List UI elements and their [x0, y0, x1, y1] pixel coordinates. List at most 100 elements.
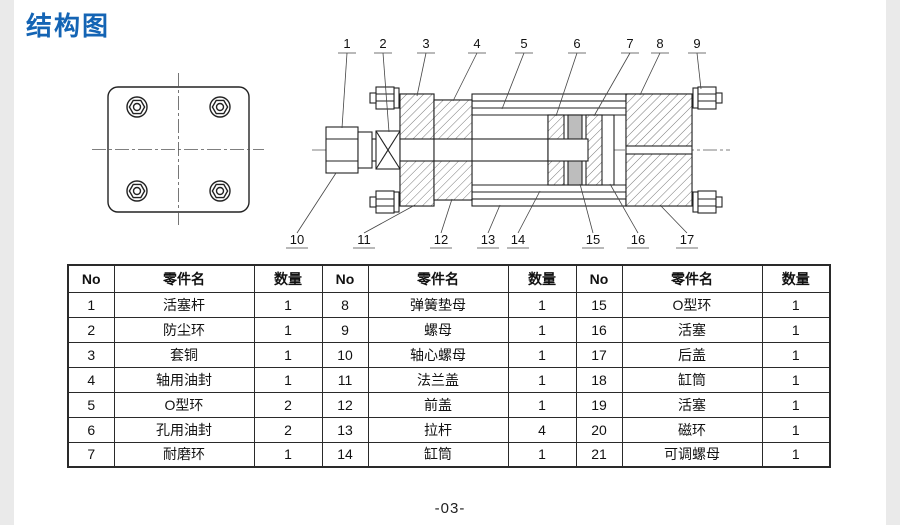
part-qty-cell: 1 — [507, 391, 577, 418]
part-name-cell: 轴心螺母 — [367, 341, 509, 368]
center-lines — [92, 73, 264, 226]
part-name-cell: 活塞 — [621, 391, 763, 418]
column-header: No — [575, 264, 623, 293]
part-qty-cell: 2 — [253, 391, 323, 418]
part-no-cell: 17 — [575, 341, 623, 368]
part-qty-cell: 1 — [507, 441, 577, 468]
column-header: No — [321, 264, 369, 293]
rear-cover — [625, 93, 693, 207]
part-name-cell: 套铜 — [113, 341, 255, 368]
callout-label: 15 — [586, 232, 600, 247]
part-qty-cell: 1 — [507, 316, 577, 343]
callout-label: 3 — [422, 36, 429, 51]
rod-end-nut — [325, 126, 373, 174]
part-qty-cell: 1 — [761, 441, 831, 468]
callout-label: 8 — [656, 36, 663, 51]
page-edge-right — [886, 0, 900, 525]
column-header: 零件名 — [621, 264, 763, 293]
part-qty-cell: 4 — [507, 416, 577, 443]
part-no-cell: 3 — [67, 341, 115, 368]
part-qty-cell: 2 — [253, 416, 323, 443]
part-qty-cell: 1 — [253, 366, 323, 393]
callout-label: 10 — [290, 232, 304, 247]
callout-label: 7 — [626, 36, 633, 51]
part-no-cell: 2 — [67, 316, 115, 343]
column-header: No — [67, 264, 115, 293]
structure-drawing: 1 2 3 4 5 6 7 8 9 10 11 12 13 14 15 16 1… — [92, 36, 730, 249]
cylinder-section-view — [312, 86, 730, 214]
part-no-cell: 16 — [575, 316, 623, 343]
tie-rod-nut-rear-bottom — [692, 190, 723, 214]
part-name-cell: 缸筒 — [367, 441, 509, 468]
callout-label: 1 — [343, 36, 350, 51]
part-qty-cell: 1 — [253, 441, 323, 468]
part-qty-cell: 1 — [253, 341, 323, 368]
part-qty-cell: 1 — [761, 316, 831, 343]
page-edge-left — [0, 0, 14, 525]
part-name-cell: 拉杆 — [367, 416, 509, 443]
column-header: 零件名 — [113, 264, 255, 293]
column-header: 零件名 — [367, 264, 509, 293]
callout-label: 17 — [680, 232, 694, 247]
part-name-cell: 活塞 — [621, 316, 763, 343]
part-no-cell: 12 — [321, 391, 369, 418]
tie-rod-nut-front-bottom — [369, 190, 400, 214]
column-header: 数量 — [253, 264, 323, 293]
part-no-cell: 1 — [67, 291, 115, 318]
part-qty-cell: 1 — [761, 291, 831, 318]
part-qty-cell: 1 — [761, 391, 831, 418]
part-name-cell: 螺母 — [367, 316, 509, 343]
callout-label: 6 — [573, 36, 580, 51]
part-name-cell: 磁环 — [621, 416, 763, 443]
part-no-cell: 19 — [575, 391, 623, 418]
part-no-cell: 10 — [321, 341, 369, 368]
part-no-cell: 20 — [575, 416, 623, 443]
callout-label: 13 — [481, 232, 495, 247]
callout-label: 14 — [511, 232, 525, 247]
dust-seal — [375, 130, 401, 170]
tie-rod-bottom — [471, 198, 627, 207]
page-number: -03- — [434, 500, 466, 517]
part-name-cell: 可调螺母 — [621, 441, 763, 468]
part-name-cell: 防尘环 — [113, 316, 255, 343]
leader-lines — [286, 52, 706, 249]
part-no-cell: 7 — [67, 441, 115, 468]
part-name-cell: 孔用油封 — [113, 416, 255, 443]
part-qty-cell: 1 — [507, 341, 577, 368]
part-name-cell: 轴用油封 — [113, 366, 255, 393]
part-no-cell: 11 — [321, 366, 369, 393]
part-qty-cell: 1 — [761, 416, 831, 443]
column-header: 数量 — [761, 264, 831, 293]
callout-label: 12 — [434, 232, 448, 247]
part-qty-cell: 1 — [761, 366, 831, 393]
part-name-cell: 法兰盖 — [367, 366, 509, 393]
part-no-cell: 18 — [575, 366, 623, 393]
part-no-cell: 13 — [321, 416, 369, 443]
part-name-cell: 前盖 — [367, 391, 509, 418]
part-name-cell: 弹簧垫母 — [367, 291, 509, 318]
part-no-cell: 14 — [321, 441, 369, 468]
column-header: 数量 — [507, 264, 577, 293]
part-no-cell: 15 — [575, 291, 623, 318]
part-no-cell: 8 — [321, 291, 369, 318]
part-no-cell: 4 — [67, 366, 115, 393]
front-cover — [433, 99, 473, 201]
tie-rod-nut-rear-top — [692, 86, 723, 110]
part-name-cell: O型环 — [113, 391, 255, 418]
part-qty-cell: 1 — [507, 291, 577, 318]
callout-label: 9 — [693, 36, 700, 51]
part-no-cell: 9 — [321, 316, 369, 343]
part-name-cell: 后盖 — [621, 341, 763, 368]
part-no-cell: 21 — [575, 441, 623, 468]
tie-rod-nut-front-top — [369, 86, 400, 110]
callout-labels: 1 2 3 4 5 6 7 8 9 10 11 12 13 14 15 16 1… — [290, 36, 701, 247]
